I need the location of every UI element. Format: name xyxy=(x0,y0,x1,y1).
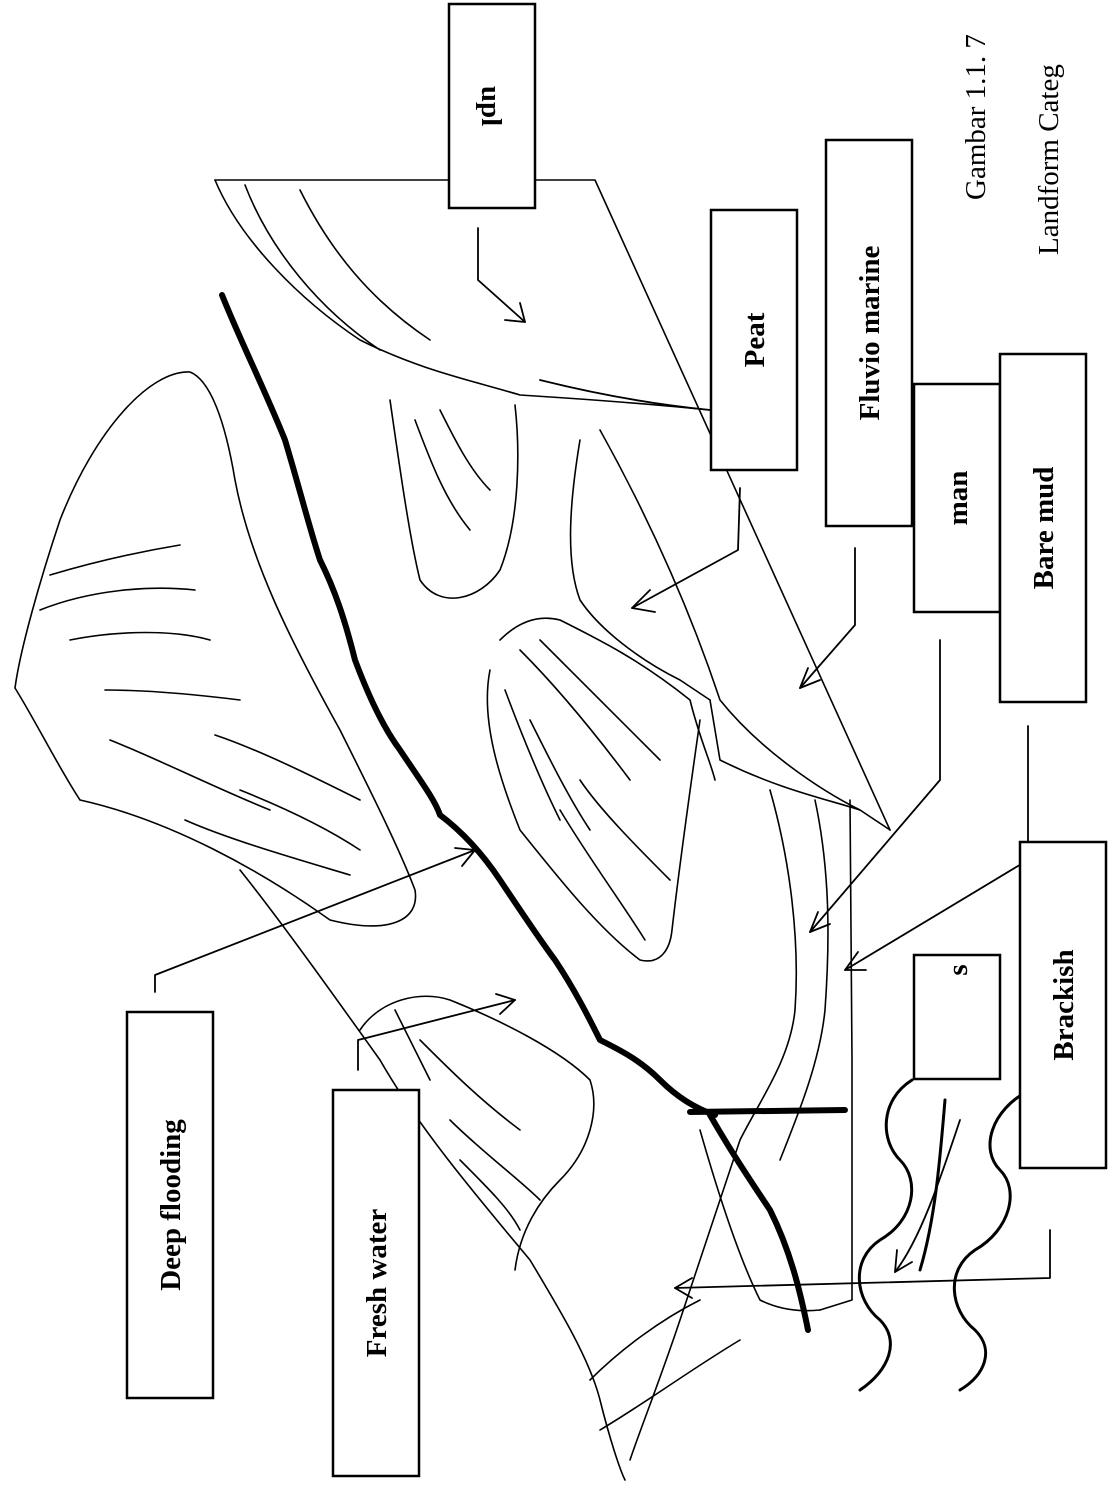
caption-line2: Landform Categ xyxy=(1033,64,1065,255)
label-man-text: man xyxy=(942,471,974,526)
brackish-wave-arrow xyxy=(895,1120,960,1272)
label-fresh-water-text: Fresh water xyxy=(361,1209,393,1358)
label-fresh-water: Fresh water xyxy=(333,1090,419,1476)
man-arrow xyxy=(810,640,940,932)
label-upl-text: upl xyxy=(475,86,507,126)
label-deep-flooding: Deep flooding xyxy=(127,1012,213,1398)
label-bare-mud-text: Bare mud xyxy=(1028,467,1060,590)
label-fluvio-marine: Fluvio marine xyxy=(826,140,912,526)
peat-arrow xyxy=(632,488,740,608)
label-peat: Peat xyxy=(711,210,797,470)
fresh-water-arrow xyxy=(358,1000,515,1070)
bare-mud-arrow xyxy=(845,726,1028,970)
label-upl: upl xyxy=(449,4,535,208)
river-mouth-bar xyxy=(690,1110,845,1112)
label-bare-mud: Bare mud xyxy=(1000,354,1086,702)
label-small-box-text: s xyxy=(942,964,974,975)
figure-caption: Gambar 1.1. 7 Landform Categ xyxy=(960,34,1065,255)
upl-arrow xyxy=(478,228,525,322)
label-small-box: s xyxy=(914,955,1000,1079)
label-fluvio-marine-text: Fluvio marine xyxy=(854,245,886,420)
label-deep-flooding-text: Deep flooding xyxy=(155,1119,187,1291)
label-brackish: Brackish xyxy=(1020,842,1106,1168)
upland-left-outline xyxy=(15,372,416,926)
peat-leader xyxy=(540,380,710,410)
label-peat-text: Peat xyxy=(739,312,771,367)
sea-waves xyxy=(859,1080,1030,1390)
river-main-channel xyxy=(222,295,715,1115)
caption-line1: Gambar 1.1. 7 xyxy=(960,34,992,200)
label-man: man xyxy=(914,384,1000,612)
fluvio-arrow xyxy=(800,548,855,688)
label-brackish-text: Brackish xyxy=(1048,949,1080,1060)
